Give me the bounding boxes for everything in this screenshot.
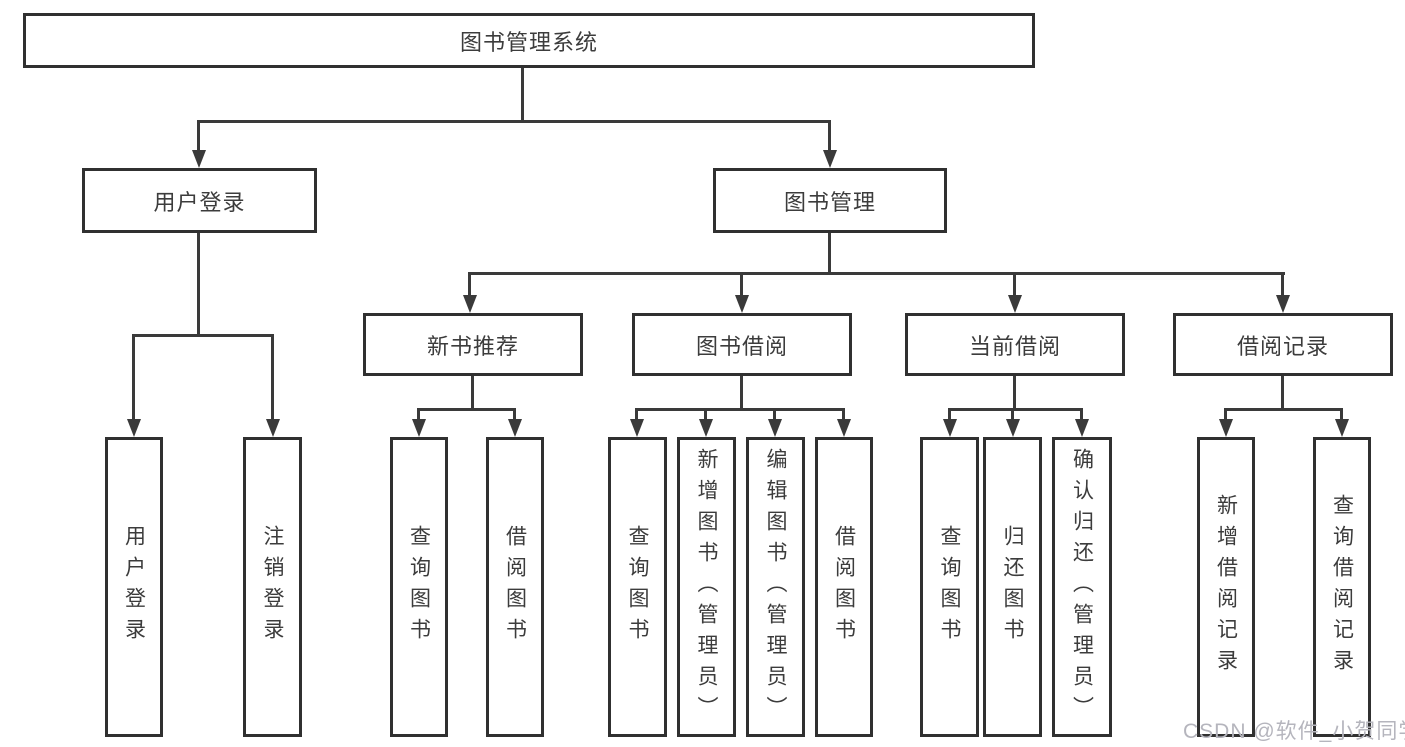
leaf-add-borrow-record: 新增借阅记录 bbox=[1197, 437, 1255, 737]
connector-stem bbox=[1011, 408, 1014, 419]
connector-stem bbox=[417, 408, 420, 419]
connector-records-trunk bbox=[1281, 376, 1284, 408]
arrowhead-down-icon bbox=[823, 150, 837, 168]
arrowhead-down-icon bbox=[699, 419, 713, 437]
connector-level2-branch bbox=[198, 120, 831, 123]
connector-stem bbox=[635, 408, 638, 419]
connector-user-login-branch bbox=[133, 334, 274, 337]
node-current-borrow: 当前借阅 bbox=[905, 313, 1125, 376]
arrowhead-down-icon bbox=[1075, 419, 1089, 437]
connector-level3-branch bbox=[469, 272, 1285, 275]
connector-stem bbox=[1340, 408, 1343, 419]
connector-current-branch bbox=[950, 408, 1083, 411]
connector-stem bbox=[468, 272, 471, 295]
arrowhead-down-icon bbox=[508, 419, 522, 437]
arrowhead-down-icon bbox=[1008, 295, 1022, 313]
leaf-query-books-current: 查询图书 bbox=[920, 437, 979, 737]
leaf-query-books-borrow: 查询图书 bbox=[608, 437, 667, 737]
connector-stem bbox=[1080, 408, 1083, 419]
connector-records-branch bbox=[1226, 408, 1343, 411]
connector-stem bbox=[828, 120, 831, 150]
connector-recommend-branch bbox=[419, 408, 516, 411]
arrowhead-down-icon bbox=[768, 419, 782, 437]
arrowhead-down-icon bbox=[412, 419, 426, 437]
connector-stem bbox=[197, 120, 200, 150]
leaf-return-book: 归还图书 bbox=[983, 437, 1042, 737]
connector-stem bbox=[1013, 272, 1016, 295]
connector-stem bbox=[842, 408, 845, 419]
node-library-system: 图书管理系统 bbox=[23, 13, 1035, 68]
connector-recommend-trunk bbox=[471, 376, 474, 408]
arrowhead-down-icon bbox=[192, 150, 206, 168]
arrowhead-down-icon bbox=[735, 295, 749, 313]
node-user-login: 用户登录 bbox=[82, 168, 317, 233]
connector-stem bbox=[1281, 272, 1284, 295]
connector-root-trunk bbox=[521, 68, 524, 120]
arrowhead-down-icon bbox=[266, 419, 280, 437]
arrowhead-down-icon bbox=[943, 419, 957, 437]
arrowhead-down-icon bbox=[463, 295, 477, 313]
node-book-borrow: 图书借阅 bbox=[632, 313, 852, 376]
leaf-borrow-book: 借阅图书 bbox=[815, 437, 873, 737]
arrowhead-down-icon bbox=[1335, 419, 1349, 437]
node-borrow-records: 借阅记录 bbox=[1173, 313, 1393, 376]
connector-stem bbox=[513, 408, 516, 419]
arrowhead-down-icon bbox=[1276, 295, 1290, 313]
leaf-confirm-return-admin: 确认归还（管理员） bbox=[1052, 437, 1112, 737]
connector-stem bbox=[132, 334, 135, 419]
connector-stem bbox=[704, 408, 707, 419]
connector-stem bbox=[271, 334, 274, 419]
csdn-watermark: CSDN @软件_小贺同学 bbox=[1183, 720, 1405, 743]
arrowhead-down-icon bbox=[1006, 419, 1020, 437]
connector-stem bbox=[773, 408, 776, 419]
connector-current-trunk bbox=[1013, 376, 1016, 408]
leaf-query-borrow-record: 查询借阅记录 bbox=[1313, 437, 1371, 737]
connector-user-login-trunk bbox=[197, 233, 200, 334]
leaf-borrow-books-recommend: 借阅图书 bbox=[486, 437, 544, 737]
arrowhead-down-icon bbox=[127, 419, 141, 437]
connector-borrow-branch bbox=[637, 408, 845, 411]
connector-book-mgmt-trunk bbox=[828, 233, 831, 272]
leaf-user-login: 用户登录 bbox=[105, 437, 163, 737]
arrowhead-down-icon bbox=[837, 419, 851, 437]
node-book-management: 图书管理 bbox=[713, 168, 947, 233]
connector-stem bbox=[1224, 408, 1227, 419]
leaf-query-books-recommend: 查询图书 bbox=[390, 437, 448, 737]
node-new-book-recommend: 新书推荐 bbox=[363, 313, 583, 376]
leaf-edit-book-admin: 编辑图书（管理员） bbox=[746, 437, 805, 737]
connector-stem bbox=[740, 272, 743, 295]
leaf-add-book-admin: 新增图书（管理员） bbox=[677, 437, 736, 737]
arrowhead-down-icon bbox=[1219, 419, 1233, 437]
leaf-logout-login: 注销登录 bbox=[243, 437, 302, 737]
connector-borrow-trunk bbox=[740, 376, 743, 408]
connector-stem bbox=[948, 408, 951, 419]
arrowhead-down-icon bbox=[630, 419, 644, 437]
